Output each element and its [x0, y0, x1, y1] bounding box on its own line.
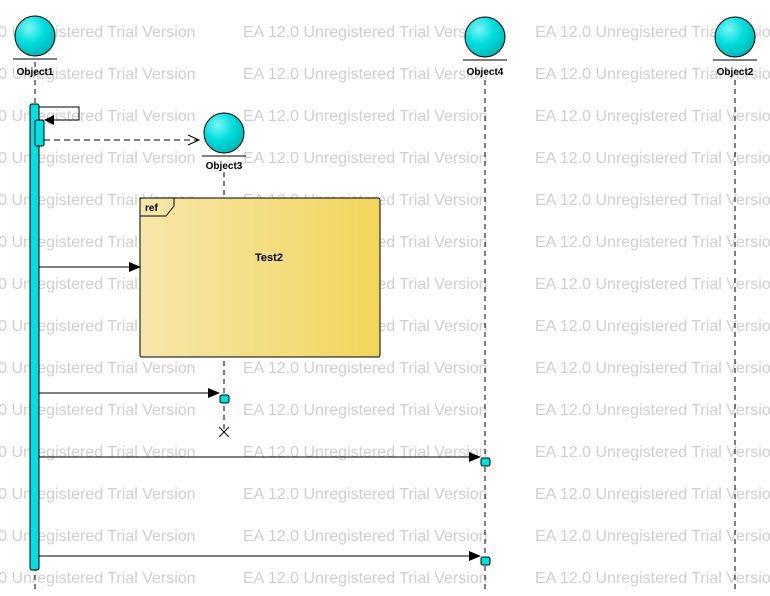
watermark-text: EA 12.0 Unregistered Trial Version [535, 570, 770, 587]
watermark-text: EA 12.0 Unregistered Trial Version [535, 528, 770, 545]
object3-destroy-icon [218, 426, 230, 438]
watermark-text: EA 12.0 Unregistered Trial Version [535, 192, 770, 209]
message-to-object4-first-arrowhead [469, 452, 481, 462]
watermark-text: EA 12.0 Unregistered Trial Version [0, 150, 196, 167]
create-message-arrowhead [187, 134, 201, 146]
message-to-object3-arrowhead [208, 388, 220, 398]
watermark-text: EA 12.0 Unregistered Trial Version [535, 402, 770, 419]
watermark-text: EA 12.0 Unregistered Trial Version [535, 360, 770, 377]
watermark-text: EA 12.0 Unregistered Trial Version [535, 24, 770, 41]
watermark-text: EA 12.0 Unregistered Trial Version [0, 402, 196, 419]
object2-label: Object2 [717, 67, 754, 78]
entity-icon [203, 112, 245, 154]
watermark-text: EA 12.0 Unregistered Trial Version [243, 528, 488, 545]
watermark-text: EA 12.0 Unregistered Trial Version [535, 276, 770, 293]
object1-nested-activation[interactable] [34, 119, 45, 147]
watermark-text: EA 12.0 Unregistered Trial Version [535, 150, 770, 167]
watermark-text: EA 12.0 Unregistered Trial Version [243, 402, 488, 419]
watermark-text: EA 12.0 Unregistered Trial Version [243, 150, 488, 167]
object1-label: Object1 [17, 67, 54, 78]
watermark-text: EA 12.0 Unregistered Trial Version [535, 318, 770, 335]
message-to-object4-second-arrowhead [469, 551, 481, 561]
ref-frame-tag-box [139, 197, 175, 217]
watermark-text: EA 12.0 Unregistered Trial Version [0, 360, 196, 377]
object4-entity[interactable]: Object4 [463, 16, 507, 78]
ref-frame-body [139, 197, 381, 358]
watermark-text: EA 12.0 Unregistered Trial Version [0, 570, 196, 587]
watermark-text: EA 12.0 Unregistered Trial Version [535, 444, 770, 461]
entity-icon [464, 16, 506, 58]
object3-label: Object3 [206, 161, 243, 172]
entity-icon [714, 16, 756, 58]
self-message-arrowhead [44, 115, 54, 125]
ref-frame-tag: ref [145, 203, 158, 214]
object3-entity[interactable]: Object3 [202, 112, 246, 172]
watermark-text: EA 12.0 Unregistered Trial Version [243, 360, 488, 377]
object1-activation[interactable] [29, 103, 40, 571]
watermark-text: EA 12.0 Unregistered Trial Version [535, 486, 770, 503]
watermark-text: EA 12.0 Unregistered Trial Version [535, 66, 770, 83]
entity-icon [14, 15, 56, 57]
watermark-text: EA 12.0 Unregistered Trial Version [243, 486, 488, 503]
object4-activation-second[interactable] [480, 556, 491, 566]
watermark-text: EA 12.0 Unregistered Trial Version [535, 234, 770, 251]
object2-entity[interactable]: Object2 [713, 16, 757, 78]
object1-entity[interactable]: Object1 [13, 15, 57, 78]
message-to-ref-arrowhead [129, 262, 141, 272]
watermark-text: EA 12.0 Unregistered Trial Version [243, 66, 488, 83]
watermark-text: EA 12.0 Unregistered Trial Version [0, 486, 196, 503]
watermark-text: EA 12.0 Unregistered Trial Version [243, 108, 488, 125]
object4-activation-first[interactable] [480, 457, 491, 467]
ref-frame-title: Test2 [255, 252, 283, 264]
watermark-text: EA 12.0 Unregistered Trial Version [535, 108, 770, 125]
watermark-text: EA 12.0 Unregistered Trial Version [0, 66, 196, 83]
object3-activation[interactable] [219, 394, 230, 404]
watermark-text: EA 12.0 Unregistered Trial Version [0, 528, 196, 545]
self-message-line[interactable] [39, 106, 80, 121]
watermark-text: EA 12.0 Unregistered Trial Version [243, 570, 488, 587]
object4-label: Object4 [467, 67, 504, 78]
watermark-text: EA 12.0 Unregistered Trial Version [243, 24, 488, 41]
ref-frame-test2[interactable]: ref Test2 [139, 197, 381, 358]
